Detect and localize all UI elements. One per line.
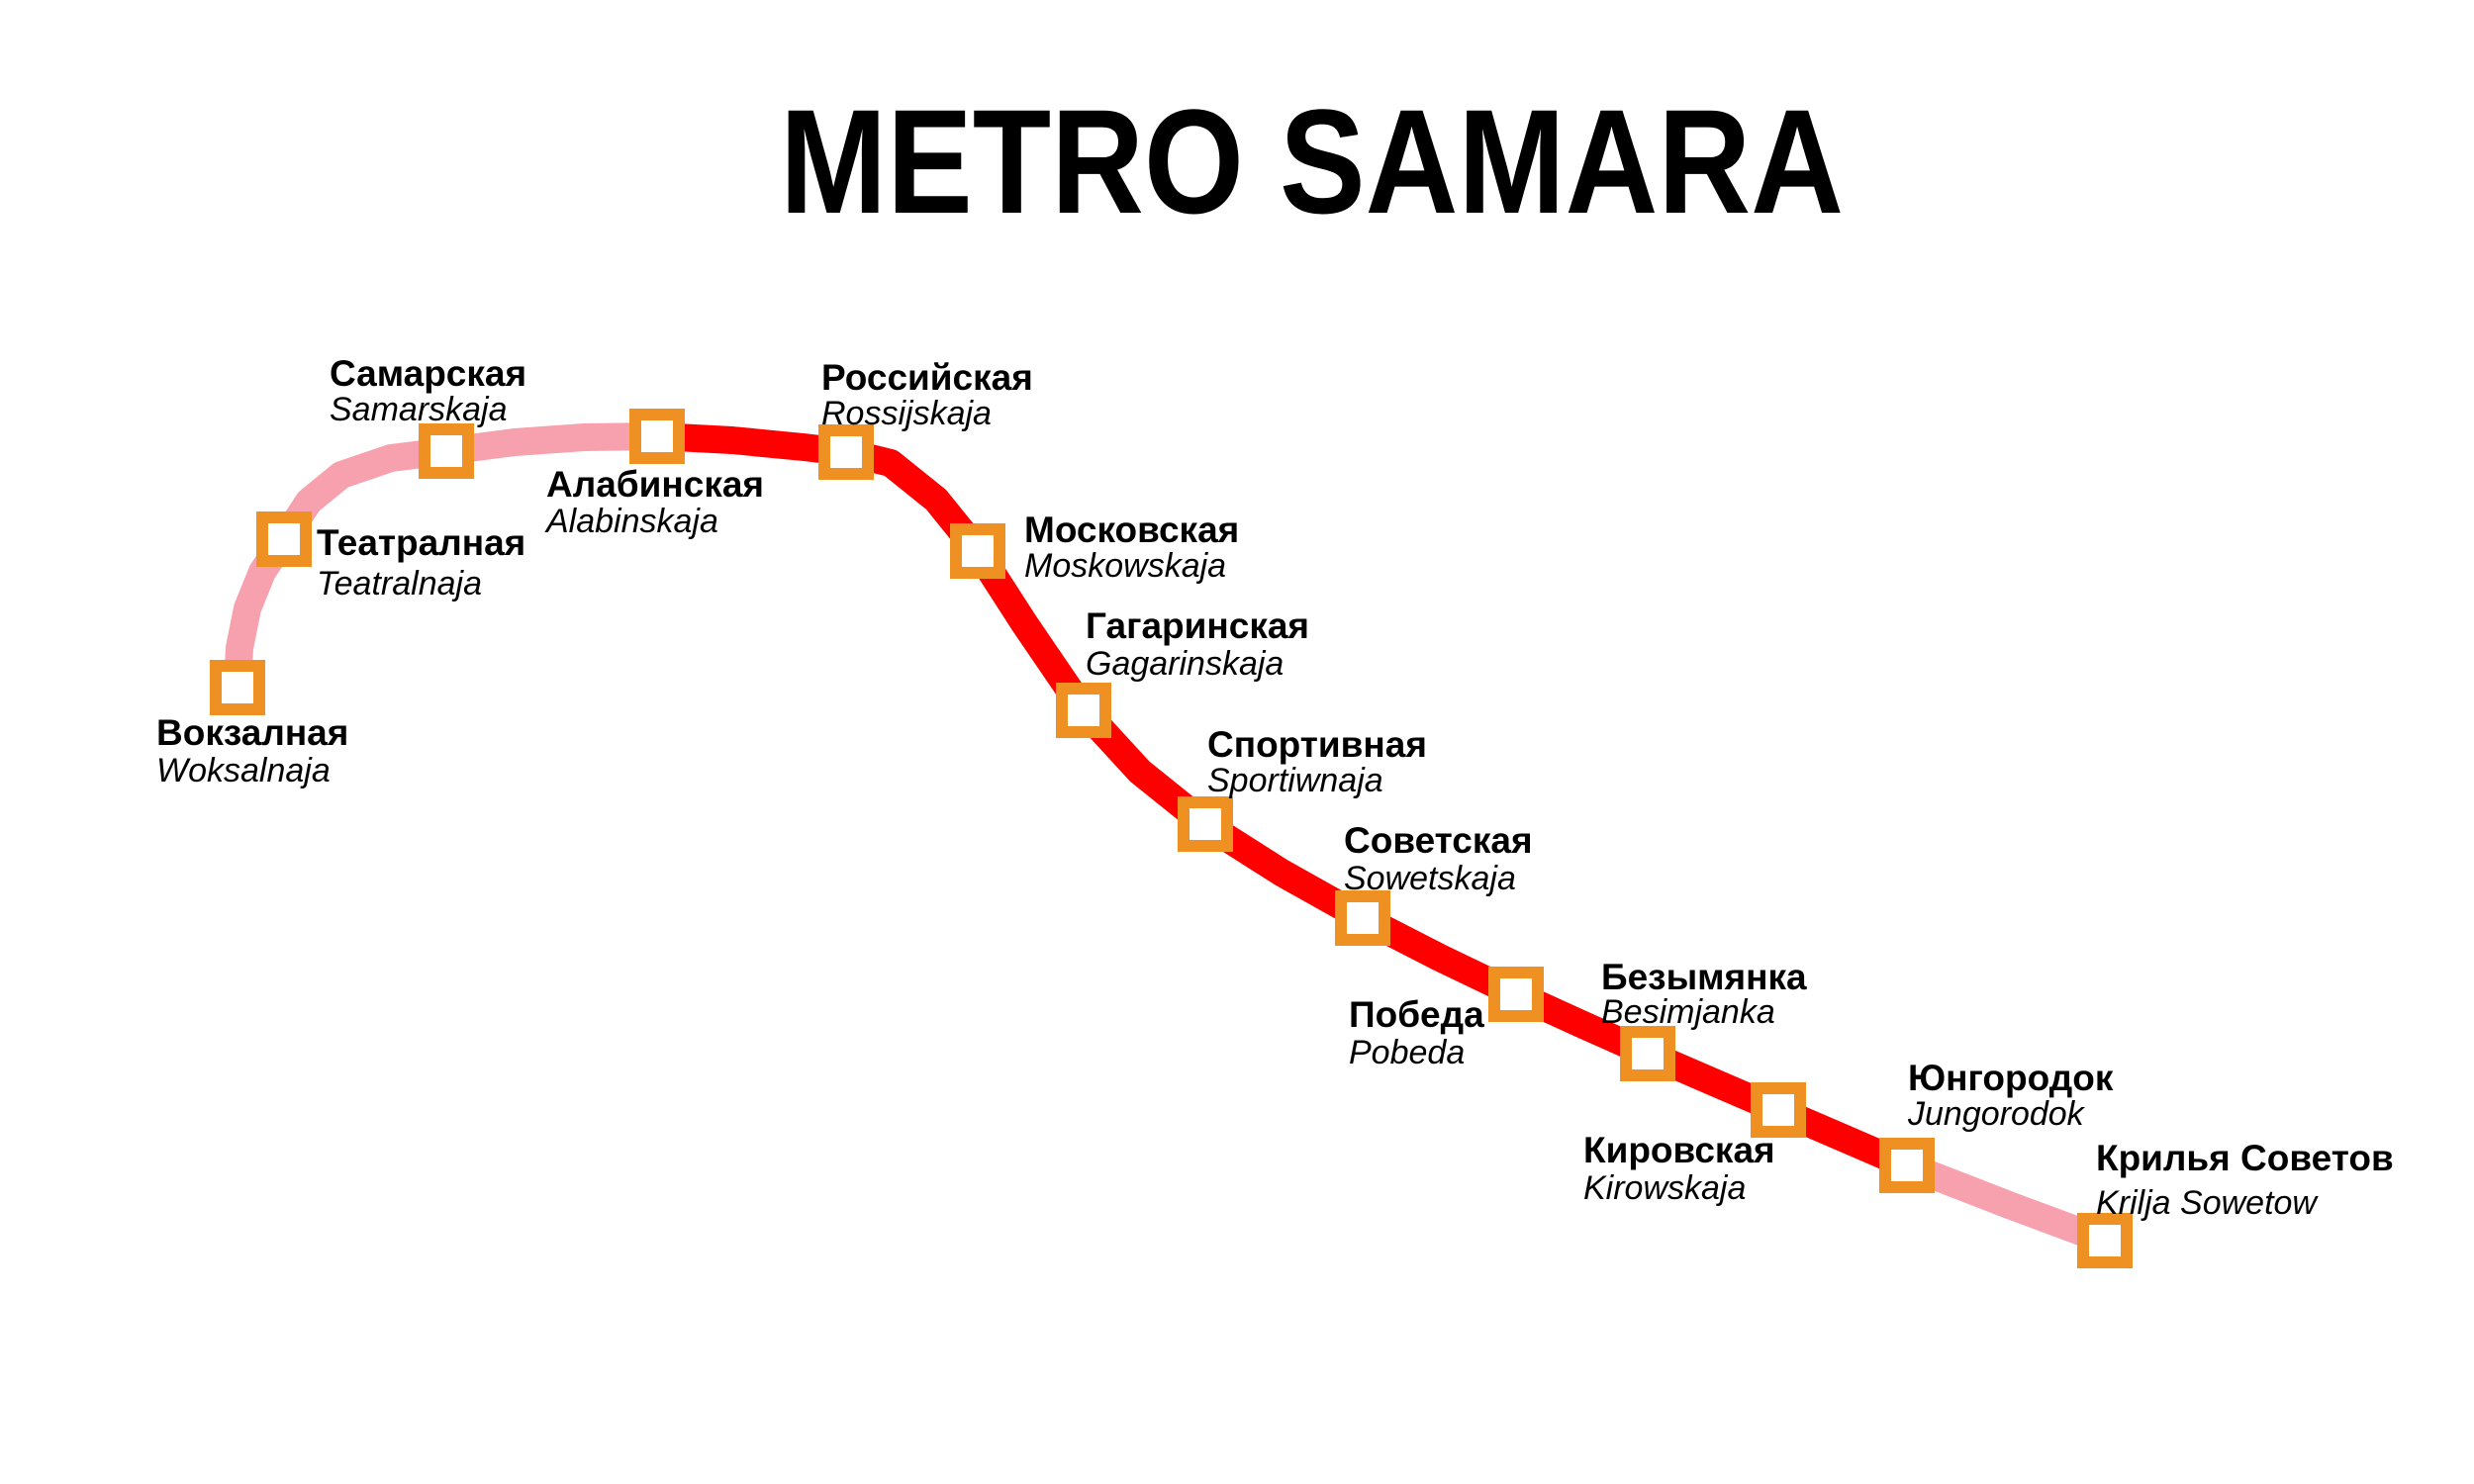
- station-marker-kirowskaja: [1751, 1082, 1806, 1138]
- station-marker-moskowskaja: [950, 523, 1005, 579]
- station-label-ru-jungorodok: Юнгородок: [1908, 1058, 2114, 1098]
- station-label-ru-krilja-sowetow: Крилья Советов: [2096, 1138, 2394, 1178]
- station-label-lat-samarskaja: Samarskaja: [330, 391, 508, 428]
- station-marker-jungorodok: [1879, 1138, 1935, 1193]
- station-label-lat-woksalnaja: Woksalnaja: [156, 752, 331, 789]
- map-title: METRO SAMARA: [780, 78, 1844, 244]
- station-label-lat-teatralnaja: Teatralnaja: [317, 565, 482, 603]
- line-segment-operational-central: [656, 422, 1913, 1178]
- station-label-ru-woksalnaja: Вокзалная: [156, 712, 348, 753]
- station-label-ru-kirowskaja: Кировская: [1583, 1130, 1775, 1170]
- station-label-lat-moskowskaja: Moskowskaja: [1024, 547, 1226, 585]
- station-label-ru-teatralnaja: Театралная: [317, 522, 525, 563]
- station-marker-sowetskaja: [1335, 890, 1390, 946]
- station-label-lat-gagarinskaja: Gagarinskaja: [1086, 645, 1284, 683]
- station-label-ru-samarskaja: Самарская: [330, 353, 526, 394]
- station-label-ru-sowetskaja: Советская: [1344, 820, 1533, 861]
- station-marker-pobeda: [1488, 967, 1544, 1022]
- station-marker-alabinskaja: [629, 409, 685, 464]
- station-label-lat-besimjanka: Besimjanka: [1601, 993, 1775, 1031]
- station-label-ru-gagarinskaja: Гагаринская: [1086, 605, 1309, 646]
- station-marker-woksalnaja: [210, 660, 265, 715]
- station-label-lat-alabinskaja: Alabinskaja: [544, 503, 718, 540]
- line-segment-planned-west: [224, 422, 658, 689]
- station-label-lat-sowetskaja: Sowetskaja: [1344, 860, 1516, 897]
- station-label-ru-rossijskaja: Российская: [821, 357, 1033, 398]
- station-label-ru-sportiwnaja: Спортивная: [1207, 724, 1427, 765]
- station-label-ru-pobeda: Победа: [1349, 994, 1484, 1035]
- station-marker-teatralnaja: [256, 511, 312, 567]
- line-segment-planned-east: [1901, 1152, 2110, 1254]
- station-label-lat-pobeda: Pobeda: [1349, 1034, 1465, 1071]
- station-label-lat-kirowskaja: Kirowskaja: [1583, 1169, 1746, 1207]
- station-label-lat-krilja-sowetow: Krilja Sowetow: [2096, 1184, 2319, 1222]
- station-marker-besimjanka: [1620, 1026, 1675, 1081]
- station-label-ru-alabinskaja: Алабинская: [546, 464, 764, 505]
- station-label-lat-sportiwnaja: Sportiwnaja: [1207, 762, 1383, 799]
- station-label-lat-jungorodok: Jungorodok: [1907, 1095, 2086, 1133]
- station-label-ru-moskowskaja: Московская: [1024, 510, 1239, 550]
- station-label-ru-besimjanka: Безымянка: [1601, 957, 1807, 997]
- station-marker-rossijskaja: [818, 424, 874, 480]
- station-marker-sportiwnaja: [1178, 796, 1233, 852]
- station-label-lat-rossijskaja: Rossijskaja: [821, 395, 992, 432]
- station-marker-gagarinskaja: [1056, 683, 1111, 738]
- station-marker-samarskaja: [419, 423, 474, 479]
- station-marker-krilja-sowetow: [2077, 1213, 2133, 1268]
